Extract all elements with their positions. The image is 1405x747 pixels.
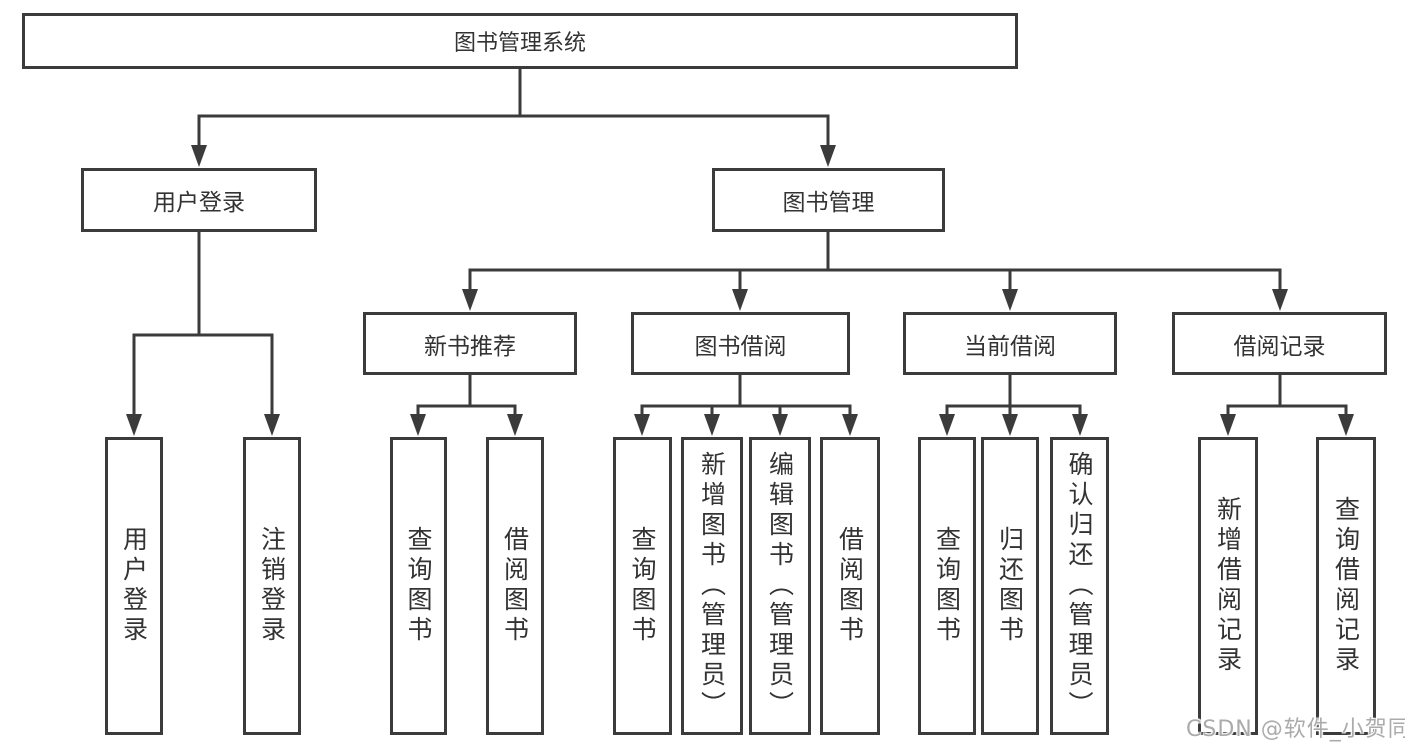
node-new-book-recommend: 新书推荐 — [363, 312, 577, 375]
node-label: 图书借阅 — [694, 333, 787, 360]
node-label: 借阅记录 — [1233, 333, 1326, 360]
leaf-return-book: 归还图书 — [981, 437, 1039, 735]
node-borrow-records: 借阅记录 — [1172, 312, 1387, 375]
node-label: 图书管理 — [782, 190, 875, 216]
connector-book-borrow-branch — [634, 373, 858, 436]
connector-borrow-record-branch — [1220, 373, 1354, 436]
node-label: 新增图书（管理员） — [697, 451, 727, 721]
leaf-query-borrow-record: 查询借阅记录 — [1316, 437, 1376, 735]
leaf-query-books-borrowing: 查询图书 — [613, 437, 672, 735]
node-label: 新书推荐 — [424, 333, 516, 360]
leaf-confirm-return-admin: 确认归还（管理员） — [1050, 437, 1109, 735]
node-label: 图书管理系统 — [453, 31, 586, 56]
csdn-watermark: CSDN @软件_小贺同学 — [1186, 717, 1405, 742]
leaf-borrow-books-recommend: 借阅图书 — [486, 437, 544, 735]
node-label: 确认归还（管理员） — [1065, 451, 1094, 721]
node-label: 编辑图书（管理员） — [765, 451, 795, 721]
node-current-borrowing: 当前借阅 — [903, 312, 1117, 375]
leaf-borrow-books: 借阅图书 — [820, 437, 880, 735]
connector-book-mgmt-branch — [462, 230, 1288, 311]
connector-current-borrow-branch — [939, 373, 1088, 436]
node-label: 借阅图书 — [500, 526, 530, 646]
node-user-login: 用户登录 — [81, 168, 317, 232]
node-label: 注销登录 — [257, 526, 287, 646]
connector-new-book-branch — [410, 373, 523, 436]
leaf-add-borrow-record: 新增借阅记录 — [1198, 437, 1258, 735]
node-label: 用户登录 — [119, 526, 149, 646]
node-label: 当前借阅 — [964, 333, 1056, 360]
node-library-management-system: 图书管理系统 — [22, 13, 1018, 69]
leaf-query-books-recommend: 查询图书 — [390, 437, 447, 735]
node-label: 查询图书 — [628, 526, 657, 646]
leaf-add-book-admin: 新增图书（管理员） — [681, 437, 743, 735]
node-book-management: 图书管理 — [712, 168, 945, 232]
node-label: 归还图书 — [995, 526, 1025, 646]
leaf-query-books-current: 查询图书 — [918, 437, 976, 735]
node-book-borrowing: 图书借阅 — [631, 312, 850, 375]
node-label: 查询图书 — [404, 526, 433, 646]
node-label: 查询图书 — [932, 526, 962, 646]
node-label: 查询借阅记录 — [1331, 496, 1361, 676]
leaf-edit-book-admin: 编辑图书（管理员） — [749, 437, 811, 735]
leaf-user-login: 用户登录 — [105, 437, 163, 735]
leaf-logout: 注销登录 — [243, 437, 301, 735]
node-label: 新增借阅记录 — [1213, 496, 1243, 676]
node-label: 借阅图书 — [835, 526, 865, 646]
connector-root-to-level1 — [191, 67, 836, 167]
connector-user-login-branch — [126, 230, 280, 436]
node-label: 用户登录 — [153, 190, 245, 216]
